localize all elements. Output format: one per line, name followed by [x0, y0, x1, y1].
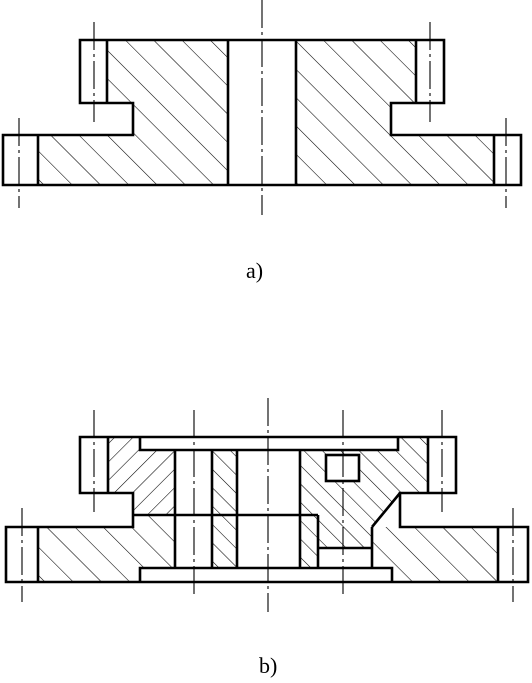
figure-b-bottom-plate [138, 566, 394, 582]
figure-b-left-upper-hatch [108, 437, 175, 515]
figure-b-top-plate [138, 437, 400, 452]
figure-a-section-view [1, 0, 523, 215]
figure-a-caption: a) [246, 258, 264, 283]
figure-b-right-mid-hatch [300, 515, 318, 568]
figure-a-right-section-hatch [296, 40, 494, 185]
figure-a-outline [1, 38, 523, 187]
figure-b-left-lower-hatch [38, 515, 175, 582]
figure-b-section-view [4, 398, 530, 612]
figure-b-outline [4, 435, 530, 584]
figure-b-caption: b) [259, 653, 278, 678]
figure-b-chamfer-edge [370, 492, 402, 528]
figure-b-right-lower-hatch [372, 493, 498, 582]
figure-b-left-bushing-hatch [212, 450, 237, 568]
